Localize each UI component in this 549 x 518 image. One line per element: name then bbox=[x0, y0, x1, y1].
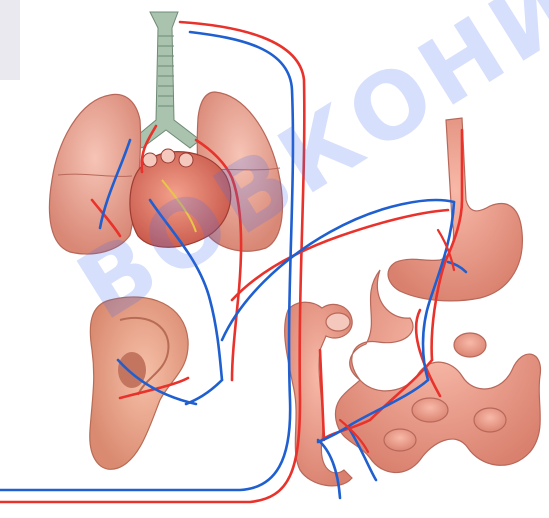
left-lung bbox=[49, 94, 140, 254]
stomach bbox=[388, 118, 522, 301]
frame-strip bbox=[0, 0, 20, 80]
